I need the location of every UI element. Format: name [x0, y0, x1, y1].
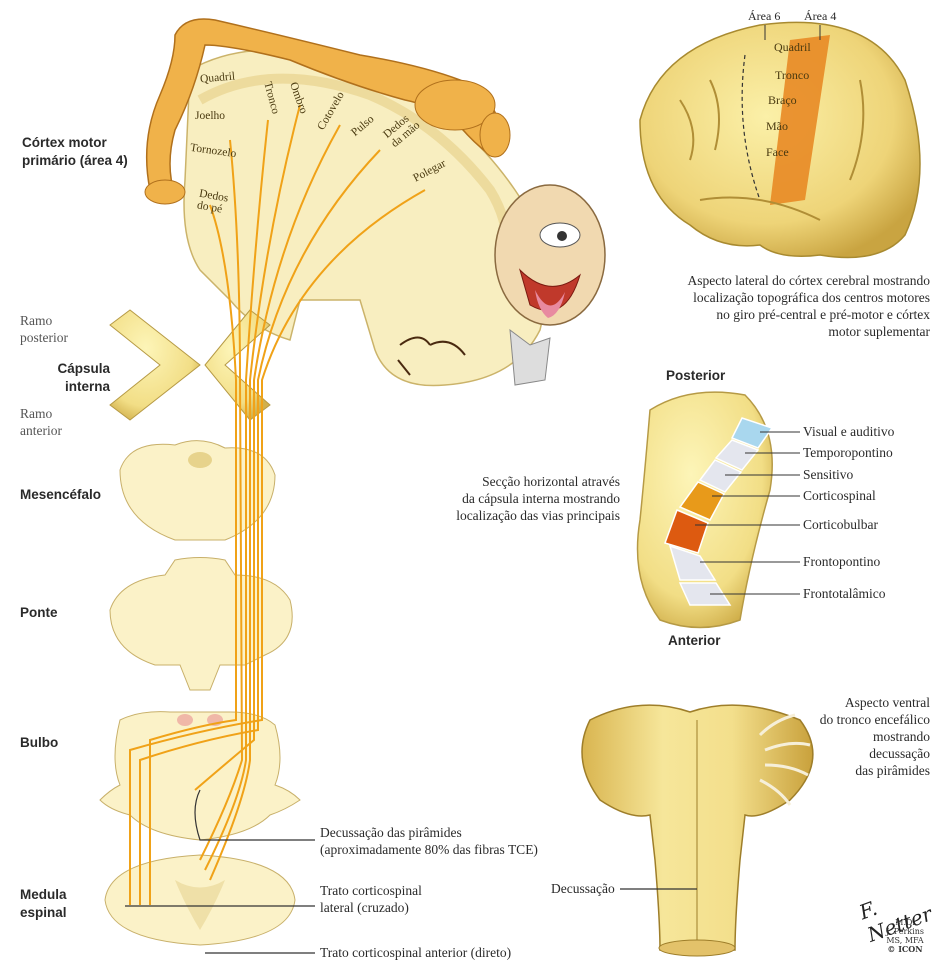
lateral-tract-line2: lateral (cruzado): [320, 899, 422, 916]
sig-md: M.D.: [880, 918, 930, 927]
anterior-tract-label: Trato corticospinal anterior (direto): [320, 944, 511, 961]
lateral-region-hand: Mão: [766, 119, 788, 134]
internal-capsule-line1: Cápsula: [57, 361, 110, 376]
lateral-region-arm: Braço: [768, 93, 797, 108]
decussation-label: Decussação: [551, 880, 615, 897]
lateral-caption-line2: localização topográfica dos centros moto…: [600, 289, 930, 306]
area6-label: Área 6: [748, 8, 780, 25]
posterior-label: Posterior: [666, 367, 725, 385]
lateral-caption-line4: motor suplementar: [600, 323, 930, 340]
tract-temporopontine: Temporopontino: [803, 444, 893, 461]
pyramid-decussation-label: Decussação das pirâmides (aproximadament…: [320, 824, 538, 858]
area4-label: Área 4: [804, 8, 836, 25]
ventral-caption-line1: Aspecto ventral: [700, 694, 930, 711]
horizontal-caption-line1: Secção horizontal através: [380, 473, 620, 490]
ventral-view-caption: Aspecto ventral do tronco encefálico mos…: [700, 694, 930, 779]
midbrain-section: [120, 441, 275, 540]
tract-frontothalamic: Frontotalâmico: [803, 585, 885, 602]
motor-cortex-label: Córtex motor primário (área 4): [22, 134, 128, 170]
spinal-line1: Medula: [20, 887, 67, 902]
internal-capsule-line2: interna: [65, 379, 110, 394]
ventral-caption-line3: mostrando: [700, 728, 930, 745]
sig-perkins: J. Perkins: [880, 927, 930, 936]
ventral-caption-line5: das pirâmides: [700, 762, 930, 779]
pyramid-line2: (aproximadamente 80% das fibras TCE): [320, 841, 538, 858]
horizontal-caption-line2: da cápsula interna mostrando: [380, 490, 620, 507]
motor-cortex-line2: primário (área 4): [22, 153, 128, 168]
horizontal-caption-line3: localização das vias principais: [380, 507, 620, 524]
signature-credits: M.D. J. Perkins MS, MFA © ICON: [880, 918, 930, 954]
lateral-tract-line1: Trato corticospinal: [320, 882, 422, 899]
medulla-label: Bulbo: [20, 734, 58, 752]
pyramid-line1: Decussação das pirâmides: [320, 824, 538, 841]
spinal-line2: espinal: [20, 905, 67, 920]
lateral-tract-label: Trato corticospinal lateral (cruzado): [320, 882, 422, 916]
tract-sensory: Sensitivo: [803, 466, 853, 483]
lateral-region-trunk: Tronco: [775, 68, 809, 83]
tract-frontopontine: Frontopontino: [803, 553, 880, 570]
lateral-caption-line3: no giro pré-central e pré-motor e córtex: [600, 306, 930, 323]
tract-corticobulbar: Corticobulbar: [803, 516, 878, 533]
posterior-limb-line2: posterior: [20, 330, 68, 345]
anterior-label: Anterior: [668, 632, 721, 650]
lateral-region-face: Face: [766, 145, 789, 160]
motor-cortex-line1: Córtex motor: [22, 135, 107, 150]
tract-corticospinal: Corticospinal: [803, 487, 876, 504]
lateral-brain-view: [640, 22, 920, 257]
posterior-limb-label: Ramo posterior: [20, 312, 68, 346]
pons-label: Ponte: [20, 604, 58, 622]
lateral-caption-line1: Aspecto lateral do córtex cerebral mostr…: [600, 272, 930, 289]
spinal-cord-section: [105, 855, 295, 945]
posterior-limb-line1: Ramo: [20, 313, 52, 328]
midbrain-label: Mesencéfalo: [20, 486, 101, 504]
anterior-limb-line2: anterior: [20, 423, 62, 438]
ventral-caption-line4: decussação: [700, 745, 930, 762]
tract-visual-auditory: Visual e auditivo: [803, 423, 894, 440]
sig-copyright: © ICON: [880, 945, 930, 954]
internal-capsule-title: Cápsula interna: [40, 360, 110, 396]
lateral-region-hip: Quadril: [774, 40, 811, 55]
homunculus-label-knee: Joelho: [195, 110, 225, 122]
spinal-cord-label: Medula espinal: [20, 886, 67, 922]
anterior-limb-label: Ramo anterior: [20, 405, 62, 439]
horizontal-section-caption: Secção horizontal através da cápsula int…: [380, 473, 620, 524]
pons-section: [110, 558, 292, 691]
ventral-caption-line2: do tronco encefálico: [700, 711, 930, 728]
lateral-view-caption: Aspecto lateral do córtex cerebral mostr…: [600, 272, 930, 340]
anterior-limb-line1: Ramo: [20, 406, 52, 421]
